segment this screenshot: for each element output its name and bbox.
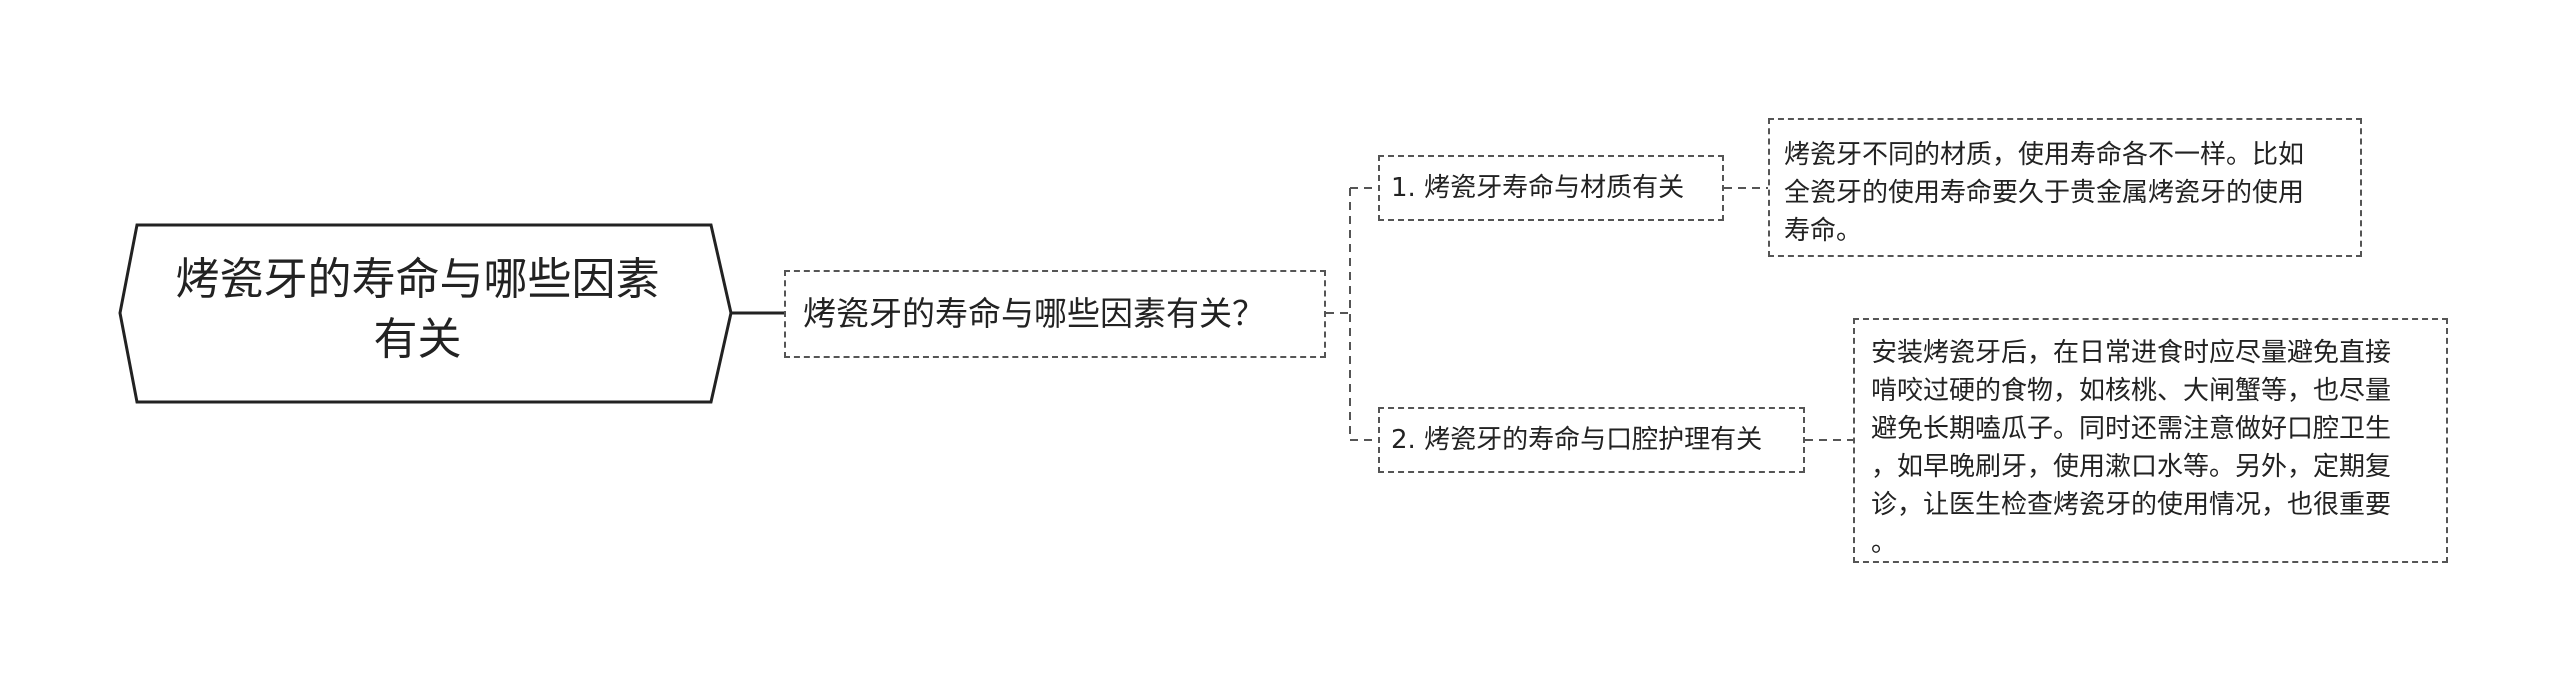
question-node[interactable]: 烤瓷牙的寿命与哪些因素有关？ bbox=[784, 270, 1326, 358]
detail-line: 。 bbox=[1871, 528, 1898, 558]
detail-node-oral-care[interactable]: 安装烤瓷牙后，在日常进食时应尽量避免直接 啃咬过硬的食物，如核桃、大闸蟹等，也尽… bbox=[1853, 318, 2448, 563]
question-connector bbox=[1326, 187, 1378, 441]
branch-node-material[interactable]: 1. 烤瓷牙寿命与材质有关 bbox=[1378, 155, 1724, 221]
detail-line: 烤瓷牙不同的材质，使用寿命各不一样。比如 bbox=[1784, 140, 2305, 170]
detail-line: 避免长期嗑瓜子。同时还需注意做好口腔卫生 bbox=[1871, 414, 2392, 444]
detail-line: 诊，让医生检查烤瓷牙的使用情况，也很重要 bbox=[1871, 490, 2392, 520]
detail-line: 全瓷牙的使用寿命要久于贵金属烤瓷牙的使用 bbox=[1784, 178, 2305, 208]
detail-line: 安装烤瓷牙后，在日常进食时应尽量避免直接 bbox=[1871, 338, 2392, 368]
root-node[interactable]: 烤瓷牙的寿命与哪些因素 有关 bbox=[120, 250, 715, 370]
root-title-line-2: 有关 bbox=[373, 314, 462, 365]
root-node-shape bbox=[118, 223, 733, 404]
detail-line: 寿命。 bbox=[1784, 216, 1863, 246]
root-title-line-1: 烤瓷牙的寿命与哪些因素 bbox=[175, 254, 660, 305]
detail-line: 啃咬过硬的食物，如核桃、大闸蟹等，也尽量 bbox=[1871, 376, 2392, 406]
detail-node-material[interactable]: 烤瓷牙不同的材质，使用寿命各不一样。比如 全瓷牙的使用寿命要久于贵金属烤瓷牙的使… bbox=[1768, 118, 2362, 257]
detail-line: ，如早晚刷牙，使用漱口水等。另外，定期复 bbox=[1871, 452, 2392, 482]
branch-node-oral-care[interactable]: 2. 烤瓷牙的寿命与口腔护理有关 bbox=[1378, 407, 1805, 473]
